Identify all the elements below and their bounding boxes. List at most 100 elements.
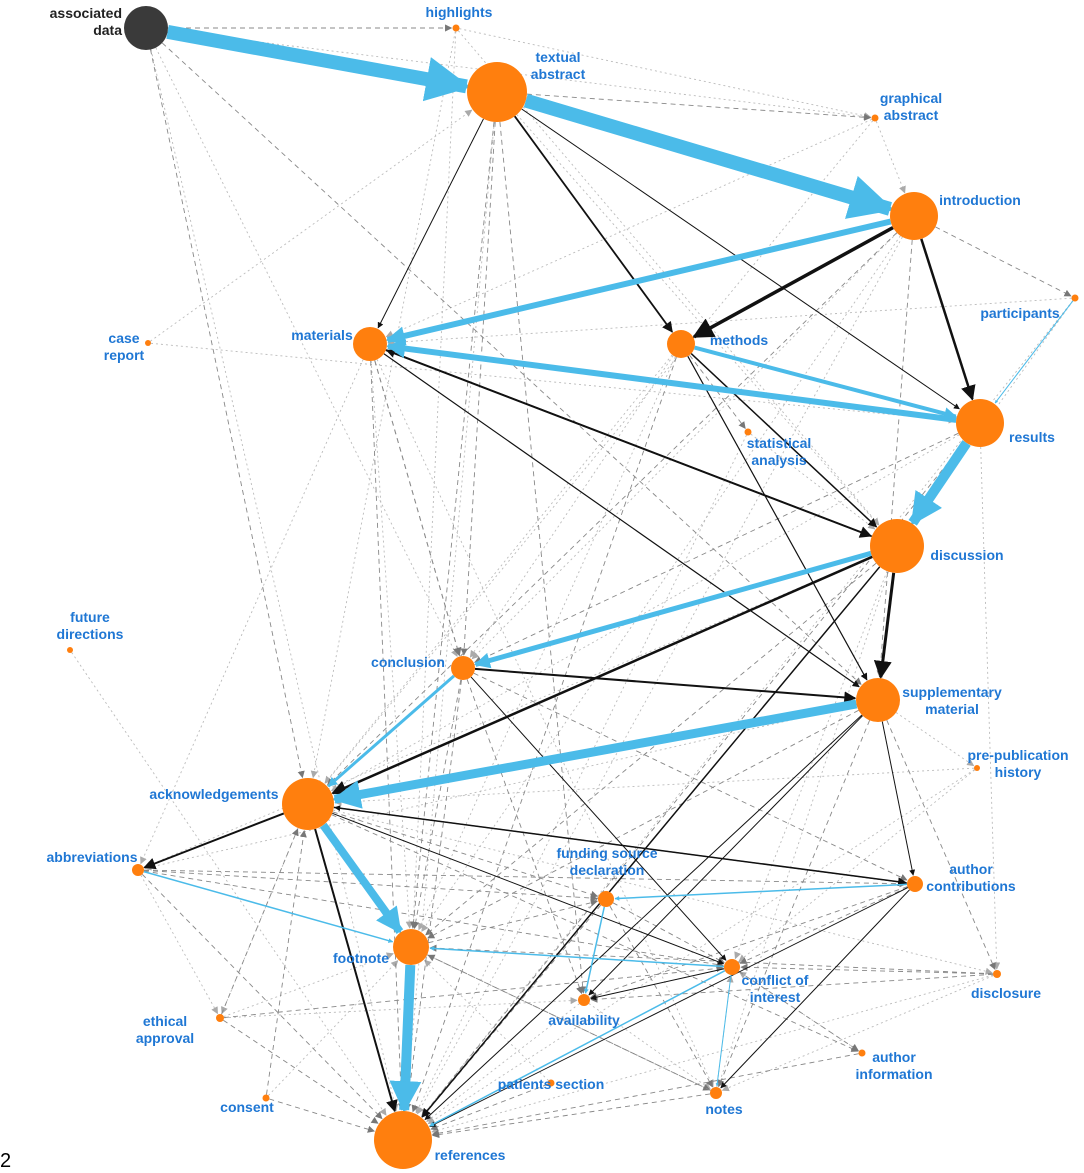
edge-textual-abstract-to-discussion <box>516 114 879 526</box>
label-availability: availability <box>548 1012 620 1028</box>
label-conclusion: conclusion <box>371 654 445 670</box>
edge-introduction-to-references <box>417 236 903 1115</box>
label-line: textual <box>535 49 580 65</box>
edge-abbreviations-to-references <box>141 873 383 1120</box>
edge-textual-abstract-to-methods <box>513 115 673 333</box>
edge-methods-to-references <box>411 357 677 1113</box>
edge-introduction-to-footnote <box>421 235 901 932</box>
label-materials: materials <box>291 327 353 343</box>
edge-introduction-to-acknowledgements <box>326 232 898 786</box>
edge-abbreviations-to-ethical-approval <box>140 874 218 1015</box>
edge-prepublication-history-to-references <box>427 769 975 1125</box>
node-prepublication-history <box>974 765 980 771</box>
node-case-report <box>145 340 151 346</box>
edge-acknowledgements-to-author-information <box>331 814 859 1052</box>
edge-future-directions-to-references <box>71 652 387 1116</box>
node-conflict-of-interest <box>724 959 740 975</box>
edge-methods-to-supplementary-material <box>687 355 868 681</box>
node-funding-source <box>598 891 614 907</box>
node-highlights <box>452 24 460 32</box>
corner-mark: 2 <box>0 1150 12 1172</box>
label-line: disclosure <box>971 985 1041 1001</box>
edges-blue-layer <box>143 25 1074 1127</box>
edges-black-layer <box>143 108 976 1128</box>
label-line: results <box>1009 429 1055 445</box>
edge-discussion-to-notes <box>716 571 889 1088</box>
label-line: history <box>995 764 1042 780</box>
node-acknowledgements <box>282 778 334 830</box>
edge-highlights-to-discussion <box>457 30 880 526</box>
edge-results-to-materials <box>385 338 957 423</box>
label-line: graphical <box>880 90 942 106</box>
edge-availability-to-references <box>426 1003 580 1123</box>
edge-acknowledgements-to-disclosure <box>333 809 993 975</box>
edge-author-contributions-to-notes <box>720 889 910 1089</box>
edge-methods-to-conclusion <box>469 355 674 658</box>
edge-prepublication-history-to-acknowledgements <box>334 767 975 806</box>
edge-methods-to-acknowledgements <box>324 354 673 784</box>
edge-case-report-to-textual-abstract <box>150 109 473 342</box>
edge-consent-to-references <box>269 1098 375 1133</box>
node-participants <box>1071 294 1079 302</box>
edge-introduction-to-results <box>920 238 976 401</box>
node-results <box>956 399 1004 447</box>
edge-notes-to-references <box>431 1093 711 1139</box>
label-line: footnote <box>333 950 389 966</box>
edge-prepublication-history-to-conflict-of-interest <box>738 769 975 962</box>
edge-author-contributions-to-acknowledgements <box>334 805 908 884</box>
edge-footnote-to-references <box>389 964 422 1114</box>
edge-discussion-to-conclusion <box>473 550 872 669</box>
edges-gray-layer <box>141 24 1072 1139</box>
edge-participants-to-results <box>994 300 1074 404</box>
edge-results-to-conclusion <box>474 432 959 663</box>
node-associated-data <box>124 6 168 50</box>
edge-introduction-to-methods <box>692 226 894 339</box>
node-availability <box>578 994 590 1006</box>
edge-notes-to-footnote <box>427 954 711 1091</box>
edge-author-contributions-to-references <box>429 887 909 1128</box>
label-line: future <box>70 609 110 625</box>
edge-discussion-to-supplementary-material <box>873 572 896 679</box>
edge-conflict-of-interest-to-notes <box>715 974 732 1087</box>
edge-ethical-approval-to-footnote <box>223 952 394 1018</box>
node-textual-abstract <box>467 62 527 122</box>
edge-supplementary-material-to-disclosure <box>886 720 996 971</box>
edge-ethical-approval-to-conflict-of-interest <box>223 964 724 1019</box>
node-author-information <box>858 1049 866 1057</box>
edge-disclosure-to-availability <box>590 973 994 1003</box>
edge-conflict-of-interest-to-author-information <box>738 971 859 1051</box>
label-line: pre-publication <box>967 747 1068 763</box>
edge-ethical-approval-to-acknowledgements <box>221 828 299 1015</box>
label-line: abstract <box>884 107 939 123</box>
edge-disclosure-to-conflict-of-interest <box>740 963 994 975</box>
edge-supplementary-material-to-author-contributions <box>881 721 916 876</box>
edge-associated-data-to-references <box>150 49 399 1112</box>
edge-footnote-to-funding-source <box>428 899 598 944</box>
edge-conclusion-to-author-contributions <box>473 672 908 881</box>
label-line: discussion <box>930 547 1003 563</box>
node-introduction <box>890 192 938 240</box>
edge-conflict-of-interest-to-footnote <box>429 946 725 968</box>
edge-patients-section-to-footnote <box>424 959 549 1081</box>
edge-graphical-abstract-to-materials <box>385 118 872 338</box>
edge-textual-abstract-to-conclusion <box>460 121 496 656</box>
label-line: material <box>925 701 979 717</box>
node-disclosure <box>993 970 1001 978</box>
label-abbreviations: abbreviations <box>46 849 137 865</box>
edge-discussion-to-references <box>421 566 881 1118</box>
label-disclosure: disclosure <box>971 985 1041 1001</box>
label-line: analysis <box>751 452 806 468</box>
node-discussion <box>870 519 924 573</box>
edge-abbreviations-to-footnote <box>143 870 394 943</box>
label-line: funding source <box>556 845 657 861</box>
